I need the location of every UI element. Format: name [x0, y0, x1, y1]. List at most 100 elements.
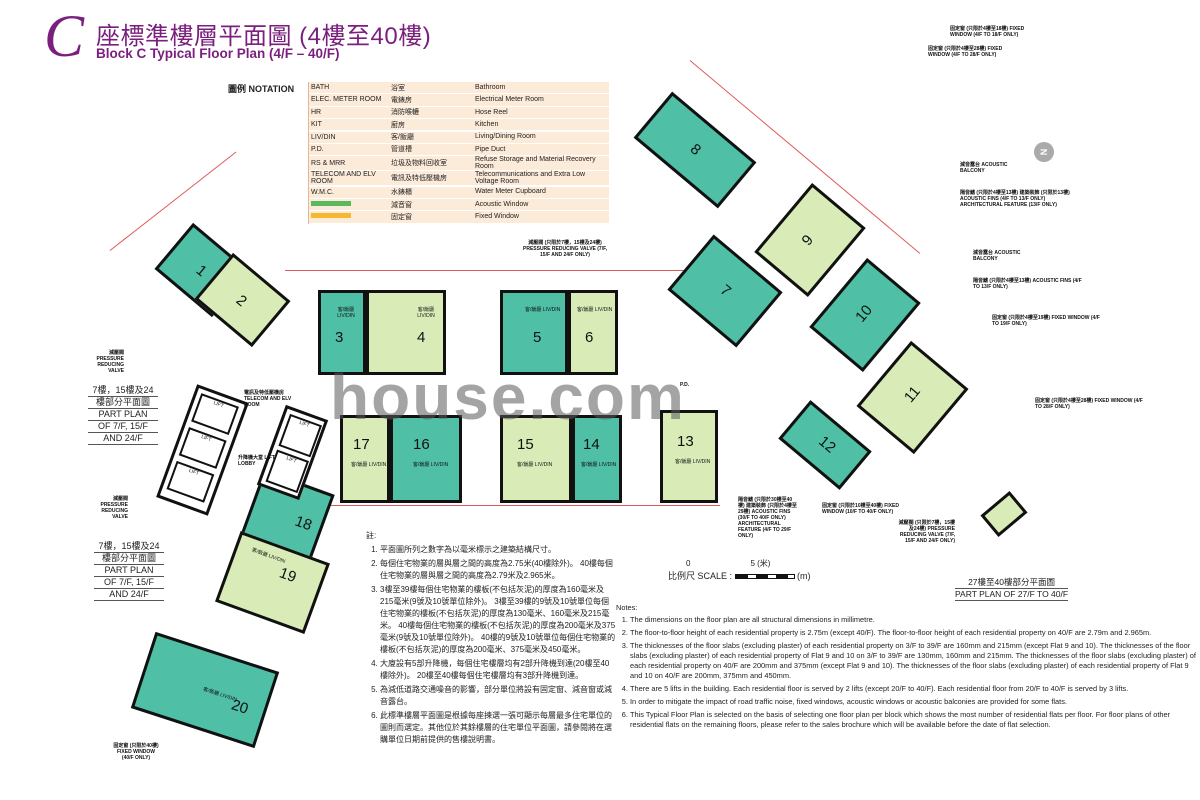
room-label: 客/飯廳 LIV/DIN: [577, 307, 613, 313]
notation-abbr: ELEC. METER ROOM: [311, 96, 382, 104]
notation-zh: 電訊及特低壓機房: [391, 175, 447, 183]
part-plan-line: OF 7/F, 15/F: [94, 577, 164, 589]
note-item: There are 5 lifts in the building. Each …: [630, 684, 1196, 694]
callout-fixed-window: 固定窗 (只限於40樓) FIXED WINDOW (40/F ONLY): [113, 743, 159, 761]
room-label: 客/飯廳 LIV/DIN: [675, 459, 711, 465]
unit-15[interactable]: 15 客/飯廳 LIV/DIN: [500, 415, 572, 503]
unit-14[interactable]: 14 客/飯廳 LIV/DIN: [572, 415, 622, 503]
unit-number: 15: [517, 436, 534, 453]
unit-number: 18: [292, 512, 315, 535]
notation-en: Electrical Meter Room: [475, 96, 544, 104]
notation-abbr: HR: [311, 108, 322, 116]
unit-4[interactable]: 客/飯廳 LIV/DIN 4: [366, 290, 446, 375]
room-label: 客/飯廳 LIV/DIN: [413, 462, 449, 468]
callout-fixed-window: 固定窗 (只限於4樓至28樓) FIXED WINDOW (4/F TO 28/…: [928, 46, 1003, 58]
unit-number: 13: [677, 433, 694, 450]
unit-12[interactable]: 12: [778, 400, 872, 490]
notation-en: Acoustic Window: [475, 200, 529, 208]
lift: LIFT: [191, 393, 239, 436]
dimension-line: [285, 270, 685, 271]
note-item: In order to mitigate the impact of road …: [630, 697, 1196, 707]
callout-pressure-valve: 減壓閥 PRESSURE REDUCING VALVE: [100, 496, 128, 520]
scale-unit: (m): [797, 571, 811, 581]
room-label: 客/飯廳 LIV/DIN: [250, 547, 287, 565]
unit-number: 16: [413, 436, 430, 453]
notation-en: Pipe Duct: [475, 145, 506, 153]
telecom-room-label: 電訊及特低壓機房 TELECOM AND ELV ROOM: [244, 390, 292, 408]
acoustic-window-swatch: [311, 201, 351, 207]
unit-3[interactable]: 客/飯廳 LIV/DIN 3: [318, 290, 366, 375]
scale-label: 比例尺 SCALE :: [668, 571, 733, 581]
unit-number: 6: [585, 329, 594, 346]
callout-acoustic-balcony: 減音露台 ACOUSTIC BALCONY: [960, 162, 1008, 174]
lift-core-left: LIFT LIFT LIFT: [156, 384, 249, 516]
part-plan-line: PART PLAN: [88, 409, 158, 421]
notation-zh: 電錶房: [391, 96, 412, 104]
lift-core-right: LIFT LIFT: [256, 404, 329, 501]
callout-acoustic-fins: 隔音鰭 (只限於30樓至40樓) 建築裝飾 (只限於4樓至29樓) ACOUST…: [738, 497, 797, 539]
part-plan-line: AND 24/F: [94, 589, 164, 601]
notation-zh: 管道槽: [391, 146, 412, 154]
unit-number: 9: [798, 231, 817, 250]
notation-abbr: W.M.C.: [311, 188, 334, 196]
notation-abbr: P.D.: [311, 145, 324, 153]
unit-number: 7: [716, 281, 735, 300]
unit-number: 17: [353, 436, 370, 453]
notation-zh: 垃圾及物料回收室: [391, 160, 447, 168]
scale-ruler: [734, 574, 795, 580]
scale-zero: 0: [686, 559, 691, 568]
unit-20[interactable]: 客/飯廳 LIV/DIN 20: [130, 631, 280, 749]
unit-8[interactable]: 8: [633, 91, 757, 209]
notes-heading: 註:: [366, 531, 377, 540]
dimension-line: [290, 505, 720, 506]
callout-fixed-window: 固定窗 (只限於10樓至40樓) FIXED WINDOW (10/F TO 4…: [822, 503, 899, 515]
room-label: 客/飯廳 LIV/DIN: [337, 307, 355, 319]
note-item: 此標準樓層平面圖是根據每座揀選一張可顯示每層最多住宅單位的圖則而選定。其他位於其…: [380, 710, 616, 746]
notation-zh: 固定窗: [391, 213, 412, 221]
note-item: This Typical Floor Plan is selected on t…: [630, 710, 1196, 730]
lift: LIFT: [178, 427, 227, 469]
block-letter: C: [44, 3, 85, 69]
callout-pressure-valve: 減壓閥 (只限於7樓，15樓及24樓) PRESSURE REDUCING VA…: [898, 520, 955, 544]
unit-16[interactable]: 16 客/飯廳 LIV/DIN: [390, 415, 462, 503]
notes-heading: Notes:: [616, 603, 638, 612]
unit-6[interactable]: 客/飯廳 LIV/DIN 6: [568, 290, 618, 375]
callout-fixed-window: 固定窗 (只限於4樓至19樓) FIXED WINDOW (4/F TO 19/…: [992, 315, 1100, 327]
note-item: The thicknesses of the floor slabs (excl…: [630, 641, 1196, 681]
unit-17[interactable]: 17 客/飯廳 LIV/DIN: [340, 415, 390, 503]
watermark: house.com: [330, 361, 686, 433]
unit-13[interactable]: 13 客/飯廳 LIV/DIN: [660, 410, 718, 503]
notation-en: Refuse Storage and Material Recovery Roo…: [475, 155, 596, 171]
part-plan-line: PART PLAN: [94, 565, 164, 577]
part-plan-line: 7樓，15樓及24: [88, 385, 158, 397]
notation-abbr: LIV/DIN: [311, 133, 336, 141]
lift-label: LIFT: [212, 400, 225, 410]
callout-acoustic-fins: 隔音鰭 (只限於4樓至13樓) ACOUSTIC FINS (4/F TO 13…: [973, 278, 1082, 290]
notation-zh: 水錶櫃: [391, 189, 412, 197]
unit-5[interactable]: 客/飯廳 LIV/DIN 5: [500, 290, 568, 375]
notation-row: 固定窗 Fixed Window: [309, 211, 609, 223]
room-label: 客/飯廳 LIV/DIN: [351, 462, 387, 468]
notation-zh: 廚房: [391, 121, 405, 129]
notation-abbr: TELECOM AND ELV ROOM: [311, 171, 376, 186]
notation-en: Telecommunications and Extra Low Voltage…: [475, 170, 586, 186]
unit-number: 20: [229, 696, 251, 718]
unit-number: 2: [232, 291, 250, 311]
unit-number: 8: [686, 140, 705, 159]
north-arrow-icon: N: [1034, 142, 1054, 162]
unit-number: 12: [815, 432, 839, 457]
unit-number: 4: [417, 329, 426, 346]
notation-en: Fixed Window: [475, 213, 519, 221]
notation-label: 圖例 NOTATION: [228, 84, 295, 94]
note-item: 平面圖所列之數字為以毫米標示之建築結構尺寸。: [380, 544, 616, 556]
unit-number: 1: [192, 261, 210, 281]
lift-label: LIFT: [200, 433, 212, 444]
unit-number: 5: [533, 329, 542, 346]
